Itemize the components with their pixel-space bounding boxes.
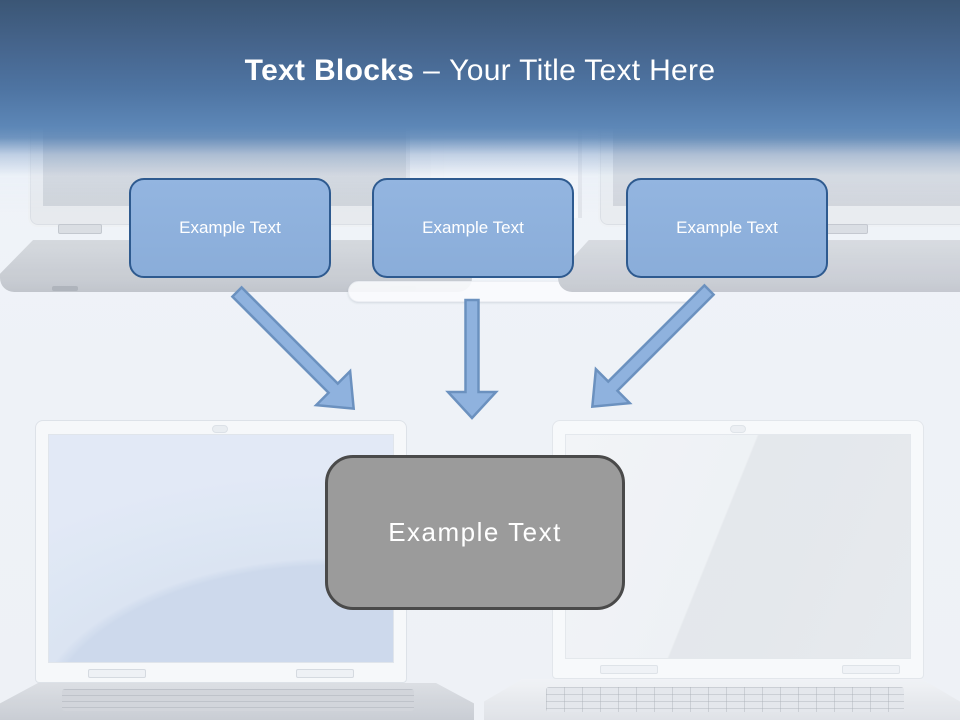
laptop-hinge xyxy=(88,669,146,678)
text-block-2[interactable]: Example Text xyxy=(372,178,574,278)
text-block-3-label: Example Text xyxy=(676,218,778,237)
result-block-label: Example Text xyxy=(388,517,562,547)
result-block[interactable]: Example Text xyxy=(325,455,625,610)
laptop-webcam xyxy=(730,425,746,433)
title-separator: – xyxy=(423,54,441,87)
title-topic: Text Blocks xyxy=(244,54,415,87)
text-block-3[interactable]: Example Text xyxy=(626,178,828,278)
laptop-keyboard xyxy=(62,689,414,711)
slide-title: Text Blocks–Your Title Text Here xyxy=(0,54,960,88)
laptop-hinge xyxy=(296,669,354,678)
text-block-2-label: Example Text xyxy=(422,218,524,237)
laptop-webcam xyxy=(212,425,228,433)
arrow-down-right-icon[interactable] xyxy=(220,275,371,426)
arrow-down-icon[interactable] xyxy=(445,298,499,420)
laptop-hinge xyxy=(842,665,900,674)
laptop-hinge xyxy=(600,665,658,674)
laptop-foot xyxy=(52,286,78,291)
slide-header: Text Blocks–Your Title Text Here xyxy=(0,0,960,212)
laptop-keyboard xyxy=(546,687,904,712)
laptop-hinge xyxy=(58,224,102,234)
title-subtitle: Your Title Text Here xyxy=(449,54,716,87)
text-block-1-label: Example Text xyxy=(179,218,281,237)
text-block-1[interactable]: Example Text xyxy=(129,178,331,278)
